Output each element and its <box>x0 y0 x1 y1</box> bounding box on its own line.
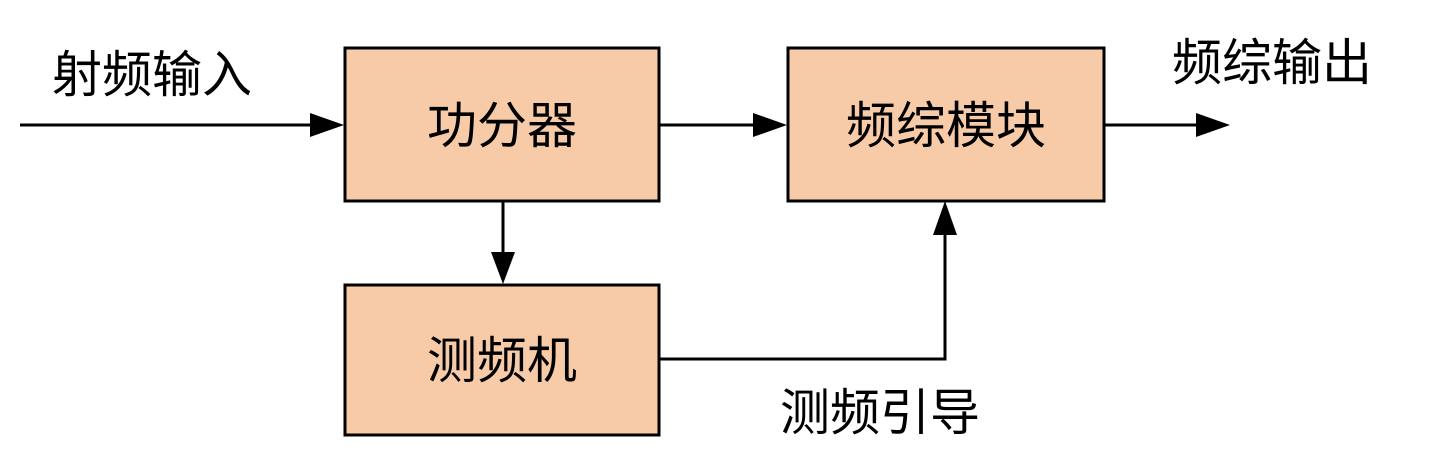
power-splitter-label: 功分器 <box>427 97 577 155</box>
splitter-to-synth-arrowhead <box>753 113 787 137</box>
freq-guide-wire <box>659 226 947 361</box>
rf-input-arrowhead <box>310 113 344 137</box>
splitter-to-meter-arrowhead <box>491 252 515 284</box>
freq-guide-label: 测频引导 <box>780 384 980 442</box>
synth-module-block: 频综模块 <box>786 46 1106 203</box>
synth-module-label: 频综模块 <box>846 97 1046 155</box>
synth-output-label: 频综输出 <box>1172 34 1372 92</box>
synth-output-arrowhead <box>1196 113 1230 137</box>
freq-guide-arrowhead <box>933 201 957 235</box>
frequency-meter-block: 测频机 <box>343 283 661 437</box>
frequency-meter-label: 测频机 <box>427 332 577 390</box>
rf-input-label: 射频输入 <box>52 46 252 104</box>
power-splitter-block: 功分器 <box>343 46 661 203</box>
